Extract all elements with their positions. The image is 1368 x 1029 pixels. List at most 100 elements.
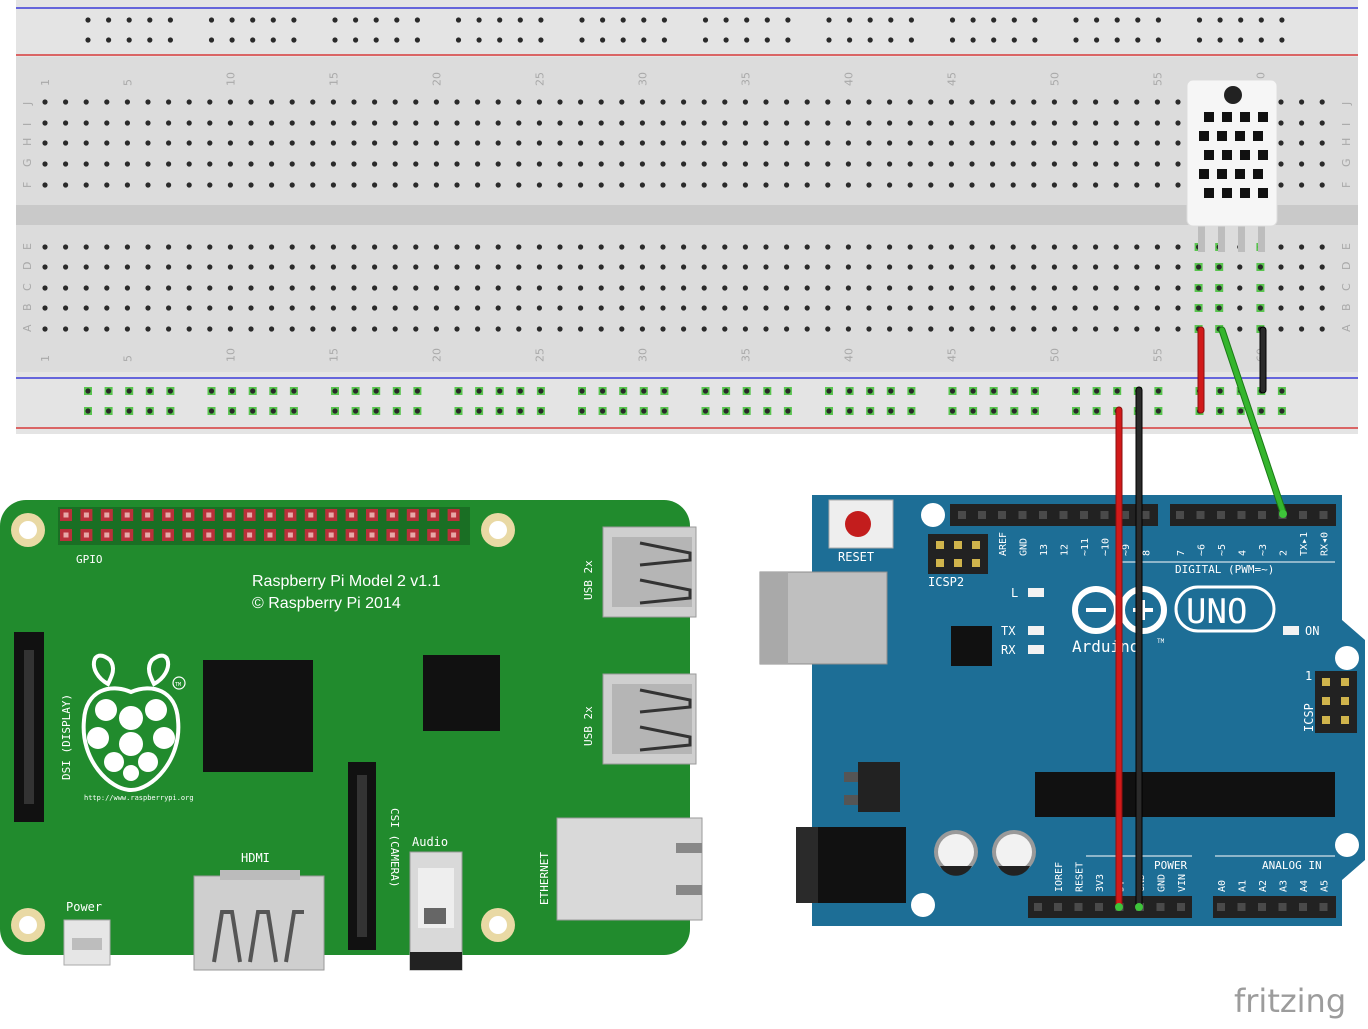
breadboard-hole [207, 326, 213, 332]
breadboard-hole [825, 140, 831, 146]
breadboard-hole [516, 120, 522, 126]
gpio-pin-core [287, 512, 293, 518]
breadboard-hole [1010, 264, 1016, 270]
gpio-pin-core [145, 532, 151, 538]
rail-hole [600, 388, 606, 394]
ethernet-led [676, 843, 702, 853]
wire-green-data-pin2[interactable] [1219, 327, 1286, 515]
breadboard-hole [351, 99, 357, 105]
rail-hole [373, 37, 379, 43]
arduino-pcb [812, 495, 1365, 926]
reset-label: RESET [838, 550, 874, 564]
pi-url: http://www.raspberrypi.org [84, 794, 194, 802]
digital-pin-label: ~3 [1258, 544, 1269, 556]
breadboard-hole [1278, 99, 1284, 105]
breadboard-hole [475, 285, 481, 291]
grille-hole [1253, 169, 1263, 179]
breadboard-hole [124, 140, 130, 146]
gpio-pin-core [63, 512, 69, 518]
breadboard-hole [166, 285, 172, 291]
reset-button-cap[interactable] [845, 511, 871, 537]
breadboard-hole [928, 161, 934, 167]
breadboard-hole [990, 244, 996, 250]
breadboard-hole [681, 182, 687, 188]
breadboard-hole [969, 264, 975, 270]
breadboard-hole [495, 120, 501, 126]
wire-end-dot [1115, 903, 1123, 911]
breadboard-hole [763, 285, 769, 291]
icsp2-pins [936, 541, 980, 567]
rail-hole [867, 408, 873, 414]
rail-hole [476, 408, 482, 414]
breadboard-hole [289, 182, 295, 188]
breadboard-hole [351, 140, 357, 146]
breadboard-hole [248, 120, 254, 126]
rail-hole [1114, 37, 1120, 43]
breadboard-hole [722, 99, 728, 105]
breadboard-hole [948, 305, 955, 311]
rail-hole [538, 37, 544, 43]
breadboard: 1155101015152020252530303535404045455050… [16, 0, 1358, 434]
dht22-sensor[interactable] [1186, 79, 1278, 252]
breadboard-hole [145, 285, 151, 291]
breadboard-hole [1113, 140, 1119, 146]
rail-hole [229, 37, 235, 43]
breadboard-hole [1175, 305, 1181, 311]
breadboard-hole [763, 326, 769, 332]
digital-pin-label: TX▸1 [1299, 532, 1310, 556]
breadboard-hole [1299, 264, 1305, 270]
raspberry-pi-board[interactable]: GPIO Raspberry Pi Model 2 v1.1 © Raspber… [0, 500, 703, 971]
rail-hole [1196, 37, 1203, 43]
breadboard-hole [578, 140, 584, 146]
breadboard-hole [372, 326, 378, 332]
breadboard-hole [948, 120, 955, 126]
digital-header-hole [1059, 511, 1068, 519]
breadboard-hole [145, 326, 151, 332]
breadboard-hole [1134, 326, 1140, 332]
column-number: 25 [533, 72, 546, 86]
breadboard-hole [969, 244, 975, 250]
rail-hole [785, 37, 791, 43]
breadboard-hole [619, 326, 625, 332]
gpio-pin-core [226, 532, 232, 538]
breadboard-hole [1113, 120, 1119, 126]
rail-hole [106, 17, 112, 23]
breadboard-hole [145, 305, 151, 311]
breadboard-hole [104, 326, 110, 332]
breadboard-hole [42, 305, 48, 311]
rail-hole [517, 17, 523, 23]
rail-hole [373, 408, 379, 414]
rail-hole [167, 388, 173, 394]
breadboard-hole [557, 99, 563, 105]
led-l-label: L [1011, 586, 1018, 600]
gpio-pin-core [247, 532, 253, 538]
breadboard-hole [1175, 326, 1181, 332]
breadboard-hole [701, 244, 707, 250]
breadboard-hole [124, 264, 130, 270]
rail-hole [373, 17, 379, 23]
breadboard-hole [1072, 99, 1078, 105]
gpio-pin-core [328, 512, 334, 518]
icsp-label: ICSP [1302, 703, 1316, 732]
rail-hole [826, 37, 832, 43]
power-pin-label: IOREF [1054, 862, 1065, 892]
breadboard-column-numbers: 1155101015152020252530303535404045455050… [39, 72, 1267, 362]
breadboard-hole [516, 264, 522, 270]
grille-hole [1199, 131, 1209, 141]
rail-hole [1011, 408, 1017, 414]
breadboard-hole [269, 140, 275, 146]
rail-hole [517, 408, 523, 414]
rail-hole [455, 408, 462, 414]
column-number: 50 [1048, 72, 1061, 86]
wires [1115, 326, 1287, 911]
sensor-grille [1199, 112, 1268, 198]
breadboard-hole [804, 99, 810, 105]
power-header-label: POWER [1154, 859, 1187, 872]
breadboard-hole [598, 182, 604, 188]
breadboard-hole [1031, 264, 1037, 270]
row-letter: D [21, 262, 34, 270]
breadboard-hole [1093, 140, 1099, 146]
breadboard-hole [433, 140, 439, 146]
